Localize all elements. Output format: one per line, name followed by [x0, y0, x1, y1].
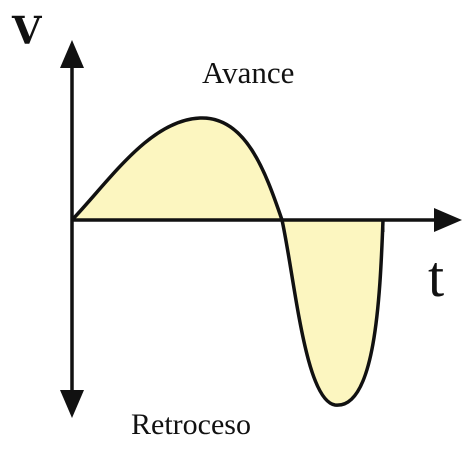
avance-lobe-fill [72, 117, 282, 220]
velocity-axis-label: V [12, 8, 42, 53]
retroceso-lobe-fill [282, 220, 383, 406]
time-axis-arrowhead [434, 208, 462, 232]
avance-label: Avance [202, 55, 295, 90]
retroceso-label: Retroceso [131, 408, 251, 441]
time-axis-label: t [428, 244, 445, 309]
velocity-curve [70, 116, 385, 407]
velocity-axis-down-arrowhead [60, 390, 84, 418]
velocity-axis-up-arrowhead [60, 40, 84, 68]
